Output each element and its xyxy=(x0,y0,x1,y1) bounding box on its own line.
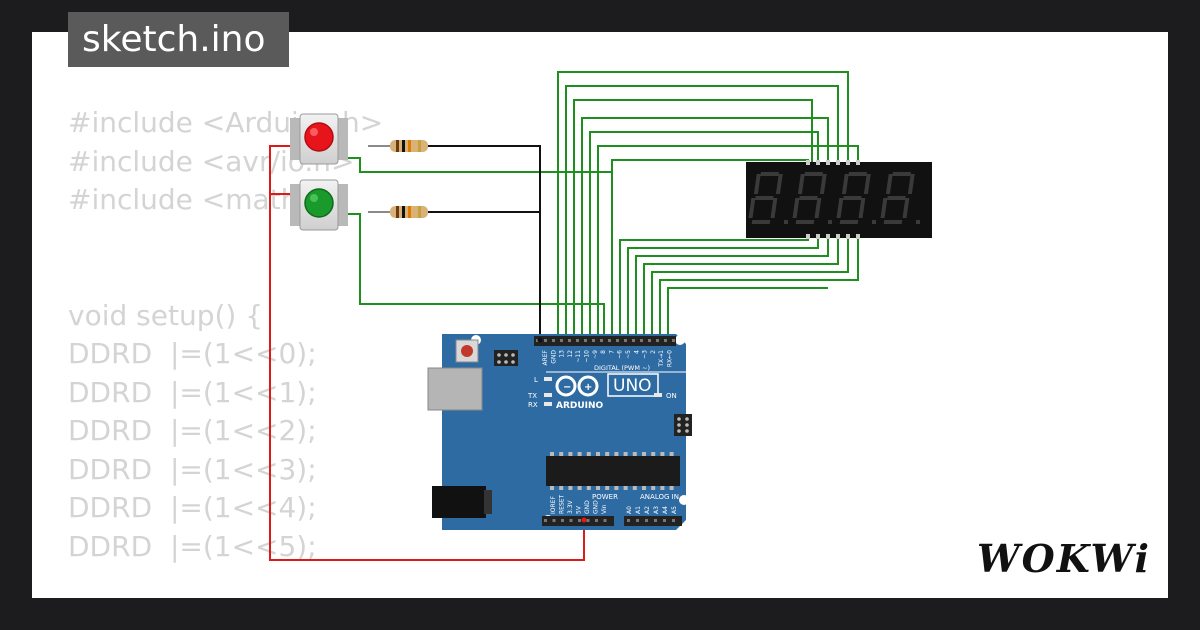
pin-label: GND xyxy=(584,500,591,514)
wire-d5-segment[interactable] xyxy=(627,236,819,338)
display-digit xyxy=(748,172,788,224)
code-line: DDRD |=(1<<0); xyxy=(68,337,317,370)
code-line: DDRD |=(1<<2); xyxy=(68,414,317,447)
usb-port xyxy=(427,367,483,411)
wokwi-logo-text: WOKWi xyxy=(977,536,1151,581)
pin-label: A2 xyxy=(644,506,651,514)
pin-label: 4 xyxy=(633,350,640,354)
analog-header xyxy=(624,516,682,526)
pin-label: ~6 xyxy=(617,350,624,359)
wokwi-logo: WOKWi xyxy=(977,536,1151,581)
pin-label: TX→1 xyxy=(658,350,665,368)
wire-d10-segment[interactable] xyxy=(581,117,829,338)
button-cap-green[interactable] xyxy=(304,188,334,218)
file-tab[interactable]: sketch.ino xyxy=(68,12,290,67)
pin-label: 7 xyxy=(608,350,615,354)
icsp-header-right xyxy=(674,414,692,436)
display-pins-bottom xyxy=(806,234,860,239)
pin-label: ~9 xyxy=(592,350,599,359)
pin-label: A5 xyxy=(671,506,678,514)
svg-text:−: − xyxy=(563,382,571,393)
wire-red-resistor-to-gnd[interactable] xyxy=(428,145,541,338)
pin-label: RX←0 xyxy=(667,350,674,367)
display-digits xyxy=(748,172,920,224)
arduino-uno-board[interactable]: − + ARDUINO UNO DIGITAL (PWM ~) L TX RX … xyxy=(427,334,692,530)
pin-label: ~10 xyxy=(584,350,591,363)
brand-label: ARDUINO xyxy=(556,401,604,411)
pin-label: 5V xyxy=(576,505,583,514)
led-l-label: L xyxy=(534,376,538,384)
pin-label: 3.3V xyxy=(567,499,574,514)
code-line: void setup() { xyxy=(68,298,264,332)
pin-label: A4 xyxy=(662,506,669,514)
pin-label: IOREF xyxy=(550,496,557,514)
wire-d3-segment[interactable] xyxy=(643,236,839,338)
wire-5v-to-buttons[interactable] xyxy=(269,145,585,561)
pin-label: 13 xyxy=(559,350,566,358)
led-on-label: ON xyxy=(666,392,677,400)
power-label: POWER xyxy=(592,493,618,501)
pin-label: RESET xyxy=(559,494,566,514)
icsp-header xyxy=(494,350,518,366)
resistor-bottom[interactable] xyxy=(368,206,428,218)
pin-label: A0 xyxy=(626,506,633,514)
chip-pins xyxy=(550,452,674,490)
atmega-chip xyxy=(546,456,680,486)
svg-text:+: + xyxy=(584,382,592,393)
wires-black xyxy=(428,145,541,338)
pin-label: AREF xyxy=(542,349,549,365)
pin-label: ~11 xyxy=(575,350,582,363)
led-tx-label: TX xyxy=(527,392,537,400)
display-digit xyxy=(792,172,832,224)
wire-endpoints xyxy=(537,337,587,523)
pin-label: ~3 xyxy=(642,350,649,359)
pushbutton-green[interactable] xyxy=(290,179,348,231)
power-jack xyxy=(432,486,486,518)
pin-label: 2 xyxy=(650,350,657,354)
code-background: #include <Arduino.h>#include <avr/io.h>#… xyxy=(68,104,383,566)
wire-green-button-to-pin[interactable] xyxy=(348,213,605,338)
display-digit xyxy=(836,172,876,224)
wire-d0-segment[interactable] xyxy=(667,287,828,338)
pushbutton-red[interactable] xyxy=(290,113,348,165)
pin-label: Vin xyxy=(601,504,608,514)
display-digit xyxy=(880,172,920,224)
digital-label: DIGITAL (PWM ~) xyxy=(594,364,650,372)
wire-d9-segment[interactable] xyxy=(589,131,819,338)
pin-label: A3 xyxy=(653,506,660,514)
display-pins-top xyxy=(806,160,860,165)
pin-label: 12 xyxy=(567,350,574,358)
code-line: DDRD |=(1<<5); xyxy=(68,529,317,563)
code-line: DDRD |=(1<<1); xyxy=(68,375,317,409)
resistor-top[interactable] xyxy=(368,140,428,152)
pin-label: GND xyxy=(550,350,557,364)
pin-label: 8 xyxy=(600,350,607,354)
pin-label: A1 xyxy=(635,506,642,514)
arduino-infinity-logo xyxy=(555,375,599,397)
code-line: #include <Arduino.h> xyxy=(68,106,384,139)
code-line: DDRD |=(1<<4); xyxy=(68,491,317,524)
wire-d12-segment[interactable] xyxy=(565,85,839,338)
pin-label: GND xyxy=(593,500,600,514)
wire-d8-segment[interactable] xyxy=(597,145,859,338)
code-line: #include <avr/io.h> xyxy=(68,144,355,178)
wires-red xyxy=(269,145,585,561)
analog-label: ANALOG IN xyxy=(640,493,679,501)
wire-d1-segment[interactable] xyxy=(659,236,859,338)
pin-label: ~5 xyxy=(625,350,632,359)
wire-red-button-to-pin[interactable] xyxy=(348,157,613,338)
code-line: DDRD |=(1<<3); xyxy=(68,452,317,486)
button-cap-red[interactable] xyxy=(304,122,334,152)
wire-d4-segment[interactable] xyxy=(635,236,829,338)
model-label: UNO xyxy=(613,376,652,396)
led-rx-label: RX xyxy=(528,401,538,409)
wire-d2-segment[interactable] xyxy=(651,236,849,338)
seven-segment-display[interactable] xyxy=(746,160,932,239)
wire-d13-segment[interactable] xyxy=(557,71,849,338)
